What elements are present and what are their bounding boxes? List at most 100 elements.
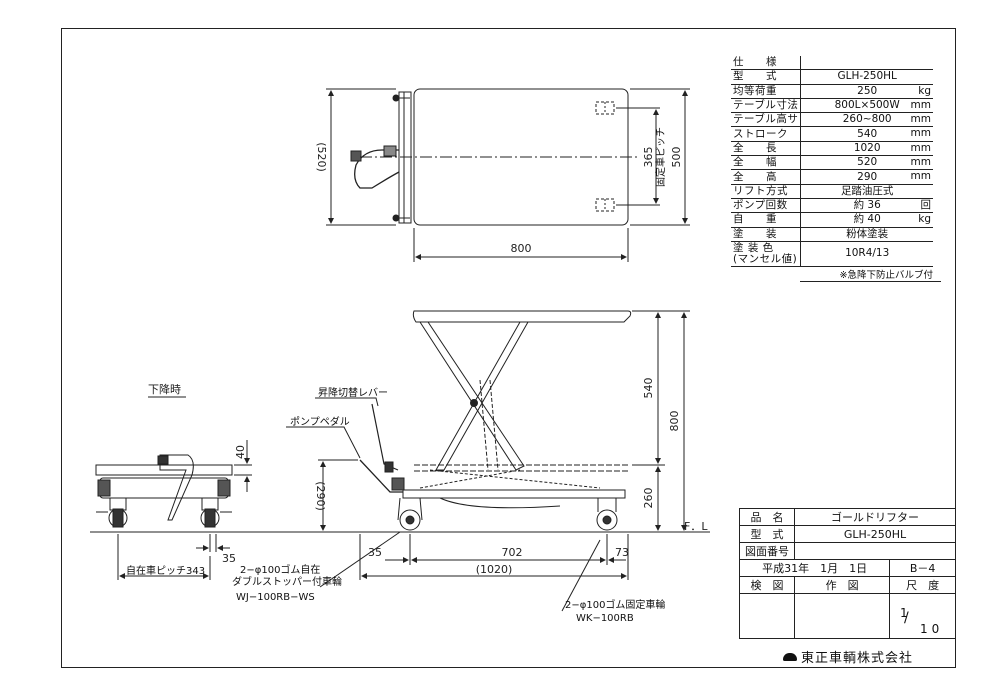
spec-label: 全 高 [731, 169, 802, 185]
spec-row: 全 高 290 mm [731, 169, 933, 185]
spec-header-row: 仕 様 [731, 56, 933, 71]
spec-header: 仕 様 [731, 56, 802, 71]
spec-value: 520 [857, 156, 878, 169]
sheet-size: B－4 [889, 559, 956, 577]
scale-label: 尺 度 [889, 576, 956, 594]
pedal-icon [350, 150, 362, 162]
dim-wheelbase: 702 [502, 546, 523, 559]
spec-label: 全 幅 [731, 155, 802, 171]
spec-value: 800L×500W [834, 99, 900, 112]
fixed-wheel-code: WK−100RB [576, 613, 634, 624]
dim-total-width: (520) [315, 142, 328, 172]
spec-unit: mm [910, 170, 931, 183]
dim-table-length: 800 [511, 242, 532, 255]
spec-value: 290 [857, 170, 878, 183]
title-block: 品 名 ゴールドリフター 型 式 GLH-250HL 図面番号 平成31年 1月… [738, 508, 956, 639]
dim-fixed-pitch: 365 [642, 147, 655, 168]
base-frame [402, 489, 626, 499]
spec-value: 260~800 [842, 113, 892, 126]
spec-unit: mm [910, 127, 931, 140]
lever-label: 昇降切替レバー [318, 386, 388, 399]
spec-value: 約 40 [853, 213, 881, 226]
spec-color-row: 塗 装 色(マンセル値) 10R4/13 [731, 241, 933, 267]
spec-row: 全 長 1020 mm [731, 141, 933, 157]
spec-label: 全 長 [731, 141, 802, 157]
fixed-wheel-label: 2−φ100ゴム固定車輪 [565, 598, 665, 611]
model-value: GLH-250HL [794, 525, 956, 543]
caster-label-1: 2−φ100ゴム自在 [240, 563, 320, 576]
company-name: 東正車輌株式会社 [740, 650, 956, 668]
spec-row: 型 式 GLH-250HL [731, 69, 933, 85]
spec-unit: mm [910, 141, 931, 154]
spec-value: 足踏油圧式 [840, 184, 894, 197]
side-view [90, 310, 710, 612]
floor-line-label: F．L [684, 520, 708, 533]
model-label: 型 式 [739, 525, 795, 543]
dim-rear: 73 [615, 546, 629, 559]
spec-value: GLH-250HL [837, 70, 897, 83]
dim-table-width: 500 [670, 147, 683, 168]
spec-label: 自 重 [731, 212, 802, 228]
spec-label: 塗 装 [731, 227, 802, 242]
spec-row: ポンプ回数 約 36 回 [731, 198, 933, 214]
color-value: 10R4/13 [800, 241, 933, 267]
spec-unit: kg [918, 84, 931, 97]
drawing-date: 平成31年 1月 1日 [738, 559, 891, 577]
drawing-no-label: 図面番号 [739, 542, 795, 560]
scale-value [889, 593, 956, 639]
spec-note: ※急降下防止バルブ付 [800, 267, 941, 282]
dim-overall-height: (290) [314, 481, 327, 511]
spec-unit: kg [918, 213, 931, 226]
name-label: 品 名 [739, 508, 795, 526]
top-view [326, 88, 690, 262]
fixed-wheel [596, 509, 618, 531]
spec-row: リフト方式足踏油圧式 [731, 184, 933, 199]
spec-value: 1020 [853, 141, 881, 154]
spec-label: テーブル寸法 [731, 98, 802, 114]
spec-row: 均等荷重 250 kg [731, 84, 933, 99]
caster-code: WJ−100RB−WS [236, 592, 315, 603]
spec-unit: mm [910, 156, 931, 169]
drawing-frame [61, 28, 956, 668]
pedal-label: ポンプペダル [290, 415, 350, 428]
spec-unit: 回 [920, 198, 932, 211]
drawing-no-value [794, 542, 956, 560]
draw-signature [793, 593, 891, 639]
spec-label: ポンプ回数 [731, 198, 802, 214]
spec-table: 仕 様 型 式 GLH-250HL 均等荷重 250 kg テーブル寸法 800L×50… [731, 56, 933, 267]
color-label: 塗 装 色 [733, 241, 774, 254]
spec-value: 約 36 [853, 199, 881, 212]
table-raised [412, 310, 632, 323]
spec-row: 塗 装 粉体塗装 [731, 227, 933, 242]
company-logo-icon [782, 653, 797, 661]
dim-max-height: 800 [668, 411, 681, 432]
spec-row: テーブル寸法 800L×500W mm [731, 98, 933, 114]
dim-overall-length: (1020) [476, 563, 513, 576]
scale-numerator: 1 [900, 606, 908, 620]
dim-table-thickness: 40 [234, 445, 247, 459]
fixed-pitch-label: 固定車ピッチ [654, 127, 667, 187]
dim-caster-offset: 35 [222, 552, 236, 565]
front-view [95, 396, 252, 580]
lowered-view-title: 下降時 [148, 382, 181, 396]
dim-stroke: 540 [642, 378, 655, 399]
spec-row: 全 幅 520 mm [731, 155, 933, 171]
munsell-label: (マンセル値) [733, 252, 798, 265]
spec-unit: mm [910, 98, 931, 111]
spec-label: ストローク [731, 126, 802, 142]
spec-label: 型 式 [731, 69, 802, 85]
check-signature [739, 593, 795, 639]
scale-denominator: 10 [920, 622, 944, 636]
scale-slash: / [904, 610, 909, 626]
table-lowered [95, 464, 233, 476]
dim-min-height: 260 [642, 488, 655, 509]
spec-row: 自 重 約 40 kg [731, 212, 933, 228]
spec-value: 粉体塗装 [846, 227, 889, 240]
caster-pitch-label: 自在車ピッチ343 [126, 564, 205, 577]
spec-label: 均等荷重 [731, 84, 802, 99]
spec-value: 250 [857, 84, 878, 97]
company-text: 東正車輌株式会社 [800, 651, 913, 666]
